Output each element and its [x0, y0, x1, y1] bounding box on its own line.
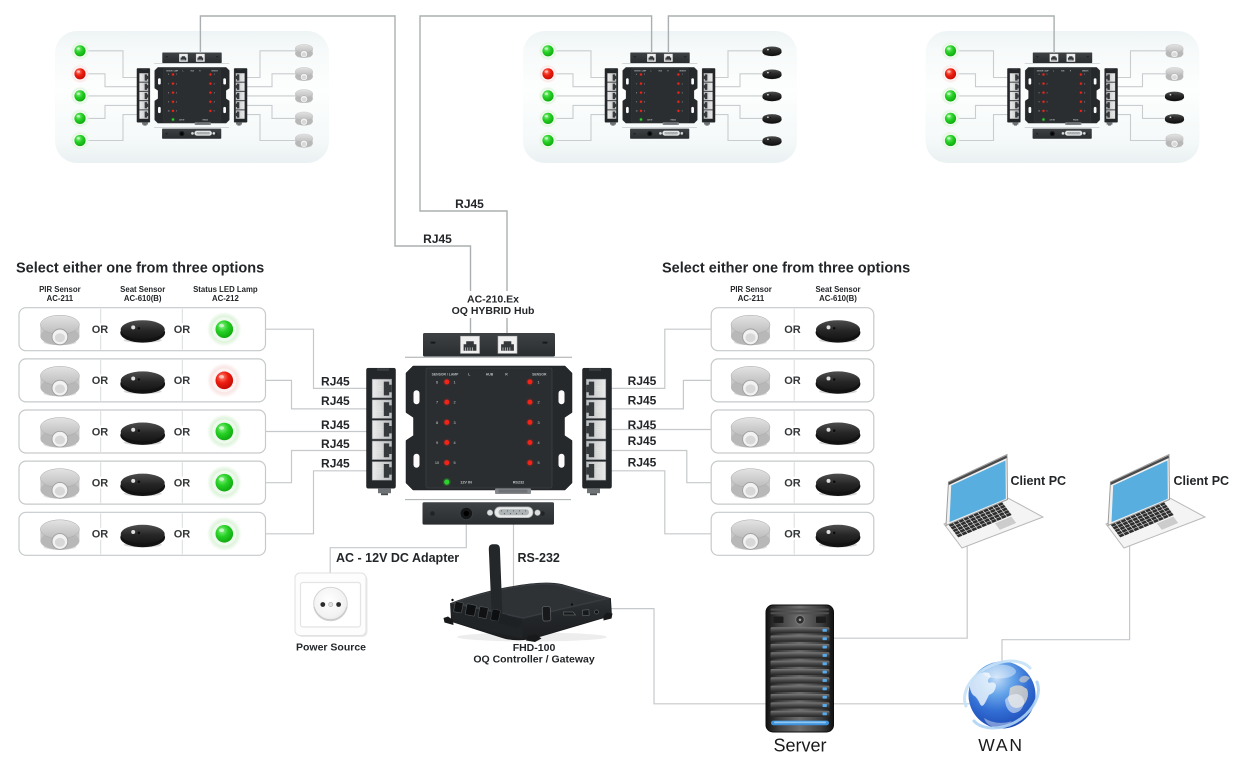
svg-text:WAN: WAN: [978, 735, 1024, 755]
svg-text:Seat Sensor: Seat Sensor: [120, 285, 165, 294]
svg-text:OR: OR: [784, 324, 801, 336]
svg-text:OR: OR: [92, 477, 109, 489]
svg-text:RJ45: RJ45: [321, 457, 350, 471]
svg-text:RJ45: RJ45: [628, 418, 657, 432]
svg-text:OR: OR: [174, 324, 191, 336]
svg-text:OQ Controller / Gateway: OQ Controller / Gateway: [473, 654, 595, 666]
svg-text:OR: OR: [92, 529, 109, 541]
svg-text:AC-211: AC-211: [738, 294, 765, 303]
svg-text:OR: OR: [784, 529, 801, 541]
svg-text:OR: OR: [92, 426, 109, 438]
svg-text:FHD-100: FHD-100: [513, 642, 556, 654]
svg-text:Server: Server: [773, 736, 826, 756]
svg-text:Status LED Lamp: Status LED Lamp: [193, 285, 258, 294]
svg-text:Client PC: Client PC: [1174, 474, 1230, 488]
svg-text:OR: OR: [174, 529, 191, 541]
svg-text:RJ45: RJ45: [321, 437, 350, 451]
svg-text:AC-210.Ex: AC-210.Ex: [467, 294, 519, 306]
svg-text:RJ45: RJ45: [628, 455, 657, 469]
svg-text:Client PC: Client PC: [1011, 474, 1067, 488]
svg-text:OR: OR: [92, 324, 109, 336]
svg-text:OR: OR: [174, 426, 191, 438]
svg-text:OR: OR: [174, 477, 191, 489]
svg-text:OR: OR: [92, 375, 109, 387]
svg-text:RJ45: RJ45: [628, 374, 657, 388]
svg-text:OQ HYBRID Hub: OQ HYBRID Hub: [452, 305, 535, 317]
svg-text:OR: OR: [784, 375, 801, 387]
svg-text:Seat Sensor: Seat Sensor: [815, 285, 860, 294]
svg-text:AC - 12V DC Adapter: AC - 12V DC Adapter: [336, 551, 459, 565]
svg-text:RJ45: RJ45: [321, 374, 350, 388]
svg-text:AC-211: AC-211: [47, 294, 74, 303]
svg-text:OR: OR: [174, 375, 191, 387]
svg-text:AC-610(B): AC-610(B): [124, 294, 162, 303]
svg-text:PIR Sensor: PIR Sensor: [39, 285, 81, 294]
svg-text:AC-212: AC-212: [212, 294, 240, 303]
svg-text:PIR Sensor: PIR Sensor: [730, 285, 772, 294]
svg-text:OR: OR: [784, 477, 801, 489]
svg-text:OR: OR: [784, 426, 801, 438]
svg-text:AC-610(B): AC-610(B): [819, 294, 857, 303]
svg-text:RJ45: RJ45: [423, 232, 452, 246]
svg-text:RJ45: RJ45: [455, 197, 484, 211]
svg-text:RJ45: RJ45: [321, 418, 350, 432]
svg-text:Select either one from three o: Select either one from three options: [16, 261, 264, 277]
svg-text:Power Source: Power Source: [296, 642, 366, 654]
svg-text:RJ45: RJ45: [628, 434, 657, 448]
svg-text:RJ45: RJ45: [628, 394, 657, 408]
svg-text:Select either one from three o: Select either one from three options: [662, 261, 910, 277]
svg-text:RJ45: RJ45: [321, 394, 350, 408]
svg-text:RS-232: RS-232: [518, 551, 560, 565]
